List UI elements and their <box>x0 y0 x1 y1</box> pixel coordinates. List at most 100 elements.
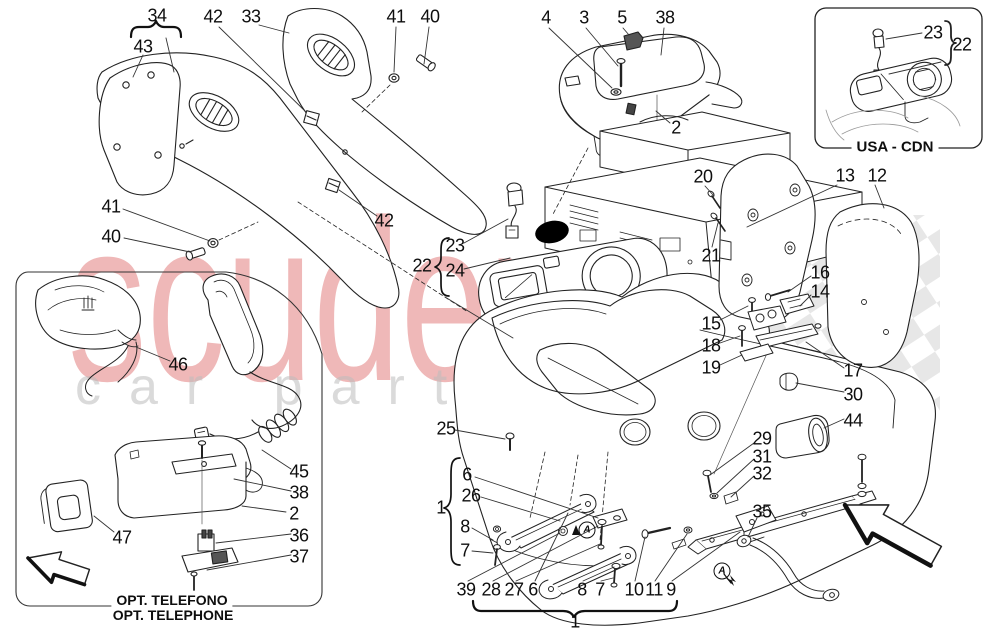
part-callout-31: 31 <box>752 446 772 467</box>
rail-screw-right <box>857 453 867 498</box>
ground-strap-35 <box>736 534 840 602</box>
direction-arrow-left <box>26 551 91 587</box>
part-callout-45: 45 <box>289 461 309 482</box>
vent-grille-right <box>307 33 355 77</box>
rear-cover-13 <box>718 153 816 324</box>
part-callout-16: 16 <box>810 262 830 283</box>
grommet-black <box>535 220 569 244</box>
part-callout-37: 37 <box>289 546 309 567</box>
part-callout-40: 40 <box>101 226 121 247</box>
brace-1-left <box>443 457 461 566</box>
vent-grille-left <box>188 92 240 132</box>
part-callout-38: 38 <box>655 7 675 28</box>
part-callout-39: 39 <box>456 579 476 600</box>
part-callout-23: 23 <box>923 22 943 43</box>
part-callout-9: 9 <box>666 579 676 600</box>
center-console-body <box>297 147 936 626</box>
assembly-marker-A: A <box>578 521 596 539</box>
part-callout-44: 44 <box>843 410 863 431</box>
phone-board-37 <box>181 547 239 591</box>
part-callout-1: 1 <box>436 497 446 518</box>
phone-cradle <box>114 435 263 525</box>
rear-cover-12 <box>825 203 920 368</box>
sill-trim-panel-right <box>282 7 487 235</box>
part-callout-7: 7 <box>460 540 470 561</box>
phone-connector-36 <box>197 529 215 552</box>
part-callout-24: 24 <box>445 260 465 281</box>
part-callout-8: 8 <box>460 516 470 537</box>
part-callout-42: 42 <box>374 210 394 231</box>
part-callout-43: 43 <box>133 36 153 57</box>
part-callout-26: 26 <box>461 485 481 506</box>
screws-29-31-32 <box>702 469 739 505</box>
direction-arrow-right <box>842 502 943 568</box>
inset-brace <box>944 20 957 66</box>
inset-console-sketch <box>825 95 961 141</box>
latch-hardware <box>707 190 822 391</box>
opt-caption-line1: OPT. TELEFONO <box>111 592 233 608</box>
sim-card-47 <box>40 479 93 533</box>
part-callout-23: 23 <box>445 235 465 256</box>
part-callout-12: 12 <box>867 165 887 186</box>
part-callout-17: 17 <box>843 360 863 381</box>
part-callout-11: 11 <box>645 579 663 600</box>
part-callout-47: 47 <box>112 527 132 548</box>
part-callout-28: 28 <box>481 579 501 600</box>
opt-telephone-box <box>15 271 323 607</box>
part-callout-46: 46 <box>168 354 188 375</box>
part-callout-5: 5 <box>617 7 627 28</box>
part-callout-32: 32 <box>752 463 772 484</box>
console-screw-25 <box>505 432 515 451</box>
part-callout-40: 40 <box>420 6 440 27</box>
part-callout-7: 7 <box>595 579 605 600</box>
part-callout-22: 22 <box>412 255 432 276</box>
brace-34 <box>129 19 183 39</box>
part-callout-29: 29 <box>752 428 772 449</box>
part-callout-42: 42 <box>203 6 223 27</box>
part-callout-27: 27 <box>504 579 524 600</box>
part-callout-2: 2 <box>289 503 299 524</box>
assembly-marker-A: A <box>713 562 731 580</box>
part-callout-35: 35 <box>752 501 772 522</box>
brace-22 <box>434 237 450 297</box>
part-callout-15: 15 <box>701 313 721 334</box>
storage-bag <box>35 275 141 397</box>
part-callout-8: 8 <box>577 579 587 600</box>
part-callout-10: 10 <box>624 579 644 600</box>
cup-insert-44 <box>775 414 830 459</box>
part-callout-41: 41 <box>101 196 121 217</box>
part-callout-14: 14 <box>810 281 830 302</box>
part-callout-4: 4 <box>541 7 551 28</box>
part-callout-6: 6 <box>462 464 472 485</box>
usa-cdn-inset <box>814 7 983 149</box>
inset-caption: USA - CDN <box>851 138 939 156</box>
part-callout-1: 1 <box>570 611 580 631</box>
part-callout-6: 6 <box>528 579 538 600</box>
part-callout-2: 2 <box>671 117 681 138</box>
part-callout-36: 36 <box>289 525 309 546</box>
trident-logo <box>81 295 95 311</box>
part-callout-33: 33 <box>241 6 261 27</box>
mounting-brackets <box>492 453 943 602</box>
part-callout-41: 41 <box>386 6 406 27</box>
part-callout-13: 13 <box>835 165 855 186</box>
part-callout-18: 18 <box>701 335 721 356</box>
part-callout-19: 19 <box>701 357 721 378</box>
leader-lines <box>93 24 942 582</box>
part-callout-3: 3 <box>579 7 589 28</box>
part-callout-30: 30 <box>843 384 863 405</box>
part-callout-25: 25 <box>436 418 456 439</box>
part-callout-20: 20 <box>693 166 713 187</box>
part-callout-21: 21 <box>701 245 721 266</box>
brace-1-bottom <box>471 599 679 619</box>
cigar-lighter-switch <box>505 182 524 239</box>
bolt-10-washer-11 <box>641 526 693 539</box>
part-callout-38: 38 <box>289 482 309 503</box>
part-callout-34: 34 <box>147 5 167 26</box>
group-braces <box>129 19 679 619</box>
part-callout-22: 22 <box>952 34 972 55</box>
sill-trim-panel-left <box>96 52 400 309</box>
